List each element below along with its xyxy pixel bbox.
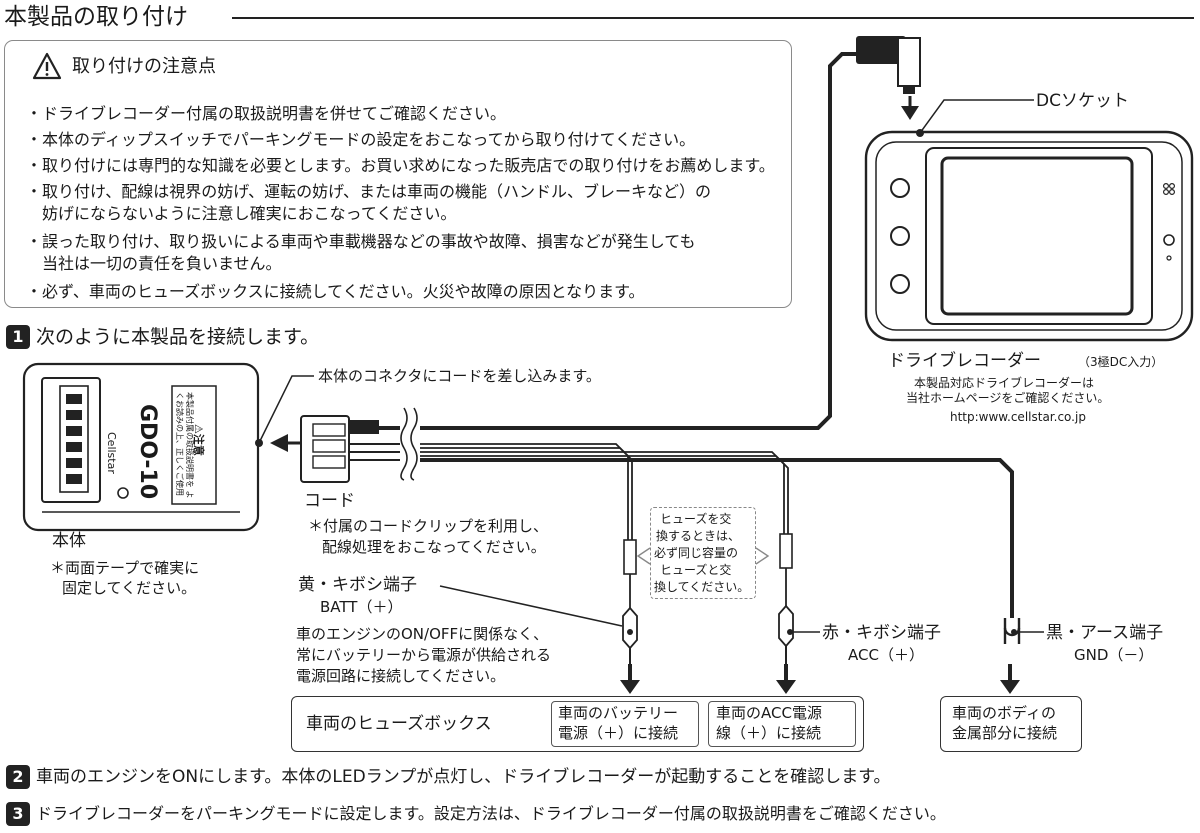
yellow-terminal-label: 黄・キボシ端子 [298,575,417,595]
black-terminal-sub: GND（－） [1074,646,1154,664]
step-1-text: 次のように本製品を接続します。 [36,326,320,348]
fuse-box [291,696,864,752]
battery-connect-box [551,701,699,747]
acc-connect-2: 線（＋）に接続 [716,724,822,742]
yellow-desc-3: 電源回路に接続してください。 [296,667,506,685]
body-ground-2: 金属部分に接続 [952,724,1058,742]
caution-item: ・ドライブレコーダー付属の取扱説明書を併せてご確認ください。 [26,104,507,123]
caution-item: ・本体のディップスイッチでパーキングモードの設定をおこなってから取り付けてくださ… [26,130,696,149]
black-terminal-label: 黒・アース端子 [1046,623,1164,643]
caution-item: 妨げにならないように注意し確実におこなってください。 [26,204,457,223]
device-label: 本体 [52,531,86,551]
caution-item: ・必ず、車両のヒューズボックスに接続してください。火災や故障の原因となります。 [26,282,645,301]
step-3-text: ドライブレコーダーをパーキングモードに設定します。設定方法は、ドライブレコーダー… [36,804,946,823]
step-1-badge: 1 [6,325,30,349]
yellow-terminal-sub: BATT（＋） [320,598,403,616]
connector-note: 本体のコネクタにコードを差し込みます。 [318,367,601,385]
caution-box [4,40,792,308]
step-2-text: 車両のエンジンをONにします。本体のLEDランプが点灯し、ドライブレコーダーが起… [36,767,891,787]
battery-connect-2: 電源（＋）に接続 [558,724,679,742]
warning-icon [32,52,62,80]
yellow-desc-1: 車のエンジンのON/OFFに関係なく、 [296,625,549,643]
recorder-label: ドライブレコーダー [888,351,1041,371]
cord-connector-drawing [300,415,379,483]
dc-plug-drawing [856,36,921,94]
caution-item: 当社は一切の責任を負いません。 [26,254,282,273]
fuse-note-box [650,507,756,599]
fuse-note-line: ヒューズと交 [660,563,732,577]
cord-note-2: 配線処理をおこなってください。 [322,538,546,556]
fuse-box-label: 車両のヒューズボックス [306,714,492,734]
fuse-note-line: ヒューズを交 [660,512,732,526]
insert-arrow [270,434,288,452]
caution-item: ・取り付けには専門的な知識を必要とします。お買い求めになった販売店での取り付けを… [26,156,775,175]
title-rule [232,17,1194,19]
device-caution-text: 本製品付属の取扱説明書を よくお読みの上、正しくご使用 [175,392,194,499]
device-unit-drawing [22,362,260,532]
red-terminal-label: 赤・キボシ端子 [822,623,941,643]
device-model: GDO-10 [135,404,160,500]
acc-connect-box [708,701,856,747]
yellow-desc-2: 常にバッテリーから電源が供給される [296,646,552,664]
fuse-note-line: 換してください。 [654,580,750,594]
recorder-url: http:www.cellstar.co.jp [950,410,1086,424]
device-brand: Cellstar [105,432,118,474]
device-note-1: ＊両面テープで確実に [50,559,200,577]
caution-item: ・誤った取り付け、取り扱いによる車両や車載機器などの事故や故障、損害などが発生し… [26,232,696,251]
body-ground-box [940,696,1082,752]
cord-note-1: ＊付属のコードクリップを利用し、 [308,517,549,535]
device-note-2: 固定してください。 [62,579,197,597]
battery-connect-1: 車両のバッテリー [558,704,679,722]
step-3-badge: 3 [6,802,30,826]
caution-title: 取り付けの注意点 [72,56,216,77]
recorder-info-2: 当社ホームページをご確認ください。 [906,391,1110,405]
acc-connect-1: 車両のACC電源 [716,704,822,722]
dc-socket-label: DCソケット [1036,91,1129,111]
recorder-info-1: 本製品対応ドライブレコーダーは [914,376,1095,390]
fuse-note-line: 必ず同じ容量の [654,546,739,560]
page-title: 本製品の取り付け [4,4,188,30]
fuse-note-line: 換するときは、 [656,529,741,543]
body-ground-1: 車両のボディの [952,704,1056,722]
drive-recorder-drawing [864,130,1194,342]
caution-item: ・取り付け、配線は視界の妨げ、運転の妨げ、または車両の機能（ハンドル、ブレーキな… [26,182,711,201]
cord-label: コード [304,491,355,511]
red-terminal-sub: ACC（＋） [848,646,924,664]
recorder-label-sub: （3極DC入力） [1078,355,1164,369]
step-2-badge: 2 [6,765,30,789]
